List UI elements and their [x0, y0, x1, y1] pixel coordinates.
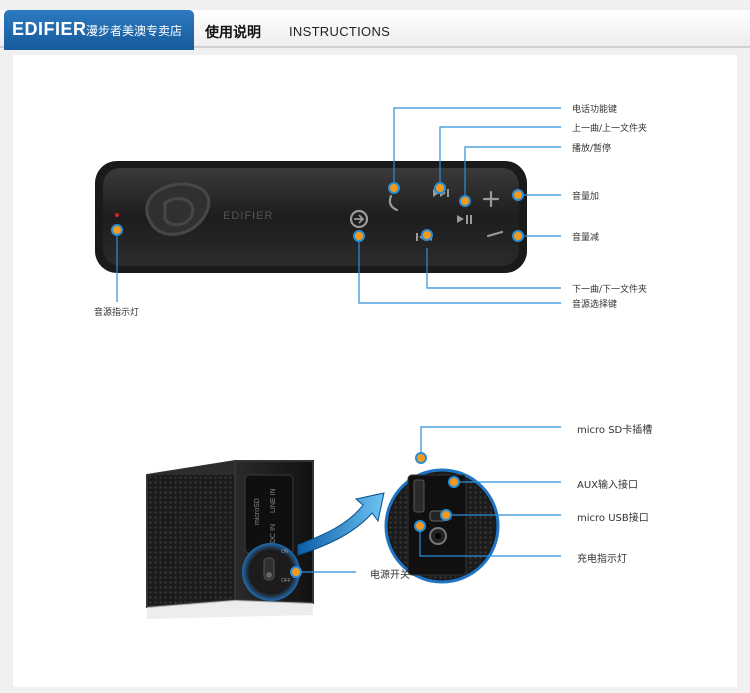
port-strip [244, 474, 294, 554]
brand-logo: EDIFIER [12, 19, 87, 39]
page-title-en: INSTRUCTIONS [289, 24, 391, 39]
marker-source [353, 230, 365, 242]
marker-next [421, 229, 433, 241]
device-logo-text: EDIFIER [223, 210, 273, 222]
play-pause-icon[interactable] [457, 215, 472, 224]
marker-sd [415, 452, 427, 464]
label-prev-track: 上一曲/上一文件夹 [572, 124, 648, 134]
minus-icon[interactable] [486, 230, 504, 238]
marker-phone [388, 182, 400, 194]
callout-line-source [358, 236, 561, 304]
switch-on-print: ON [281, 549, 289, 555]
marker-vol-up [512, 189, 524, 201]
label-source-key: 音源选择键 [572, 300, 618, 310]
marker-usb [440, 509, 452, 521]
charge-led [418, 521, 421, 525]
callout-line-phone [393, 107, 561, 188]
marker-aux [448, 476, 460, 488]
label-usb-port: micro USB接口 [577, 513, 649, 524]
label-volume-up: 音量加 [572, 192, 600, 202]
callout-line-sd [420, 426, 561, 458]
label-volume-down: 音量减 [572, 233, 600, 243]
marker-charge [414, 520, 426, 532]
callout-line-play [464, 146, 561, 201]
callout-line-prev [439, 126, 561, 188]
dc-in-print: DC IN [270, 524, 277, 543]
label-power-switch: 电源开关 [370, 570, 410, 581]
label-sd-slot: micro SD卡插槽 [577, 425, 653, 436]
label-play-pause: 播放/暂停 [572, 144, 612, 154]
plus-icon[interactable] [482, 190, 500, 208]
edifier-emblem [145, 182, 211, 236]
marker-vol-down [512, 230, 524, 242]
marker-indicator [111, 224, 123, 236]
switch-off-print: OFF [281, 578, 291, 584]
aux-jack[interactable] [429, 527, 447, 545]
power-switch-zoom [242, 543, 300, 601]
phone-icon[interactable] [388, 194, 399, 212]
power-switch[interactable] [263, 557, 275, 581]
header-bar: EDIFIER 漫步者美澳专卖店 使用说明 INSTRUCTIONS [0, 10, 750, 50]
speaker-grille [146, 459, 236, 609]
marker-prev [434, 182, 446, 194]
indicator-led [115, 213, 119, 217]
marker-play [459, 195, 471, 207]
speaker-side-panel [234, 460, 314, 605]
callout-line-charge [419, 526, 561, 557]
microsd-print: microSD [254, 498, 261, 525]
label-source-indicator: 音源指示灯 [94, 308, 140, 318]
line-in-print: LINE IN [270, 488, 277, 513]
label-aux-input: AUX输入接口 [577, 480, 639, 491]
marker-power [290, 566, 302, 578]
label-next-track: 下一曲/下一文件夹 [572, 285, 648, 295]
callout-line-next [426, 248, 561, 289]
zoom-arrow-icon [297, 492, 385, 556]
label-phone-key: 电话功能键 [572, 105, 618, 115]
store-name: 漫步者美澳专卖店 [86, 24, 183, 38]
source-icon[interactable] [349, 209, 369, 229]
microsd-slot[interactable] [413, 479, 425, 513]
label-charge-indicator: 充电指示灯 [577, 554, 627, 565]
page-title-cn: 使用说明 [205, 25, 261, 41]
store-badge[interactable]: EDIFIER 漫步者美澳专卖店 [4, 10, 194, 50]
top-panel-illustration: EDIFIER [95, 107, 561, 304]
instructions-content: EDIFIER [13, 55, 737, 687]
